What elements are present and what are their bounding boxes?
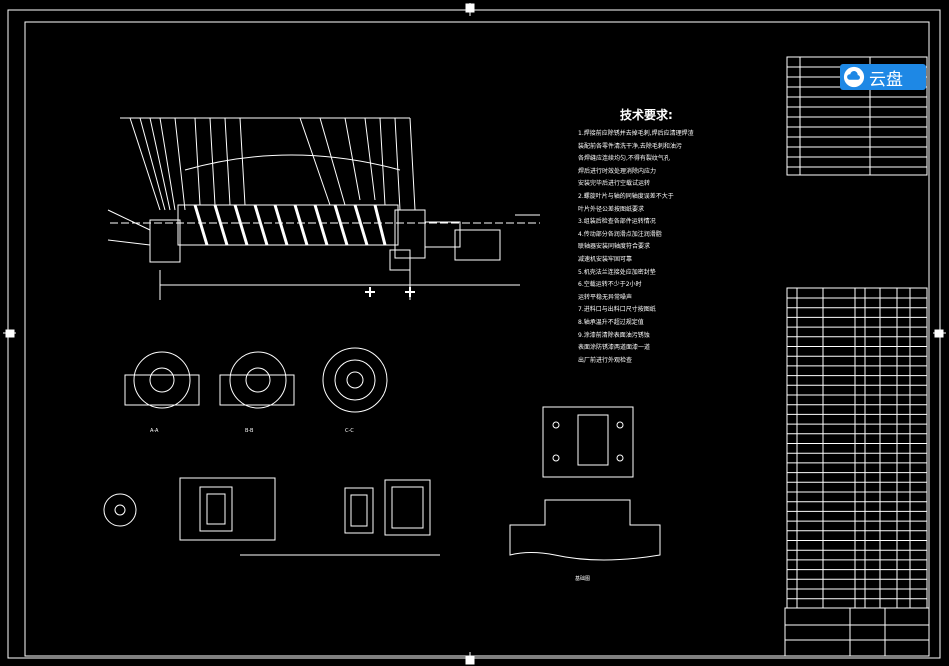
tech-requirement-line: 表面涂防锈漆两道面漆一道 bbox=[578, 344, 651, 352]
trough-sections bbox=[179, 477, 440, 556]
screw-conveyor-main-view bbox=[107, 117, 540, 300]
tech-requirement-line: 装配前各零件清洗干净,去除毛刺和油污 bbox=[578, 142, 682, 150]
section-label-a: A-A bbox=[150, 428, 159, 434]
tech-requirement-line: 4.传动部分各润滑点加注润滑脂 bbox=[578, 230, 662, 238]
tech-requirement-line: 安装完毕后进行空载试运转 bbox=[578, 180, 651, 188]
section-view-a bbox=[124, 351, 200, 409]
watermark-badge: 云盘 bbox=[840, 64, 926, 90]
tech-requirement-line: 各焊缝应连续均匀,不得有裂纹气孔 bbox=[578, 155, 670, 163]
parts-list-table bbox=[786, 287, 928, 609]
flange-view bbox=[103, 493, 137, 527]
tech-requirement-line: 8.轴承温升不超过规定值 bbox=[578, 318, 644, 326]
tech-requirement-line: 9.涂漆前清除表面油污锈蚀 bbox=[578, 331, 650, 339]
foundation-label: 基础图 bbox=[575, 576, 591, 582]
section-label-b: B-B bbox=[245, 428, 254, 434]
tech-requirement-line: 焊后进行时效处理消除内应力 bbox=[578, 167, 657, 175]
tech-requirement-line: 运转平稳无异常噪声 bbox=[578, 293, 633, 301]
tech-requirements-title: 技术要求: bbox=[620, 108, 673, 122]
tech-requirements-list: 1.焊接前应除锈并去掉毛刺,焊后应清理焊渣装配前各零件清洗干净,去除毛刺和油污各… bbox=[578, 128, 723, 367]
drawing-frame bbox=[3, 3, 946, 665]
tech-requirement-line: 出厂前进行外观检查 bbox=[578, 356, 633, 364]
cloud-icon bbox=[843, 66, 865, 88]
tech-requirement-line: 5.机壳法兰连接处应加密封垫 bbox=[578, 268, 656, 276]
tech-requirement-line: 2.螺旋叶片与轴的同轴度误差不大于 bbox=[578, 192, 674, 200]
tech-requirement-line: 1.焊接前应除锈并去掉毛刺,焊后应清理焊渣 bbox=[578, 130, 694, 137]
foundation-section bbox=[509, 499, 661, 561]
section-label-c: C-C bbox=[345, 428, 354, 434]
tech-requirement-line: 叶片外径公差按图纸要求 bbox=[578, 205, 645, 213]
tech-requirement-line: 7.进料口与出料口尺寸按图纸 bbox=[578, 306, 656, 314]
tech-requirement-line: 3.组装后检查各部件运转情况 bbox=[578, 218, 656, 226]
foundation-plan bbox=[542, 406, 634, 478]
tech-requirement-line: 联轴器安装同轴度符合要求 bbox=[578, 243, 651, 251]
section-view-c bbox=[322, 347, 388, 413]
tech-requirement-line: 减速机安装牢固可靠 bbox=[578, 255, 633, 263]
title-block bbox=[784, 607, 930, 657]
watermark-text: 云盘 bbox=[869, 69, 903, 90]
section-view-b bbox=[219, 351, 295, 409]
tech-requirement-line: 6.空载运转不少于2小时 bbox=[578, 281, 642, 289]
